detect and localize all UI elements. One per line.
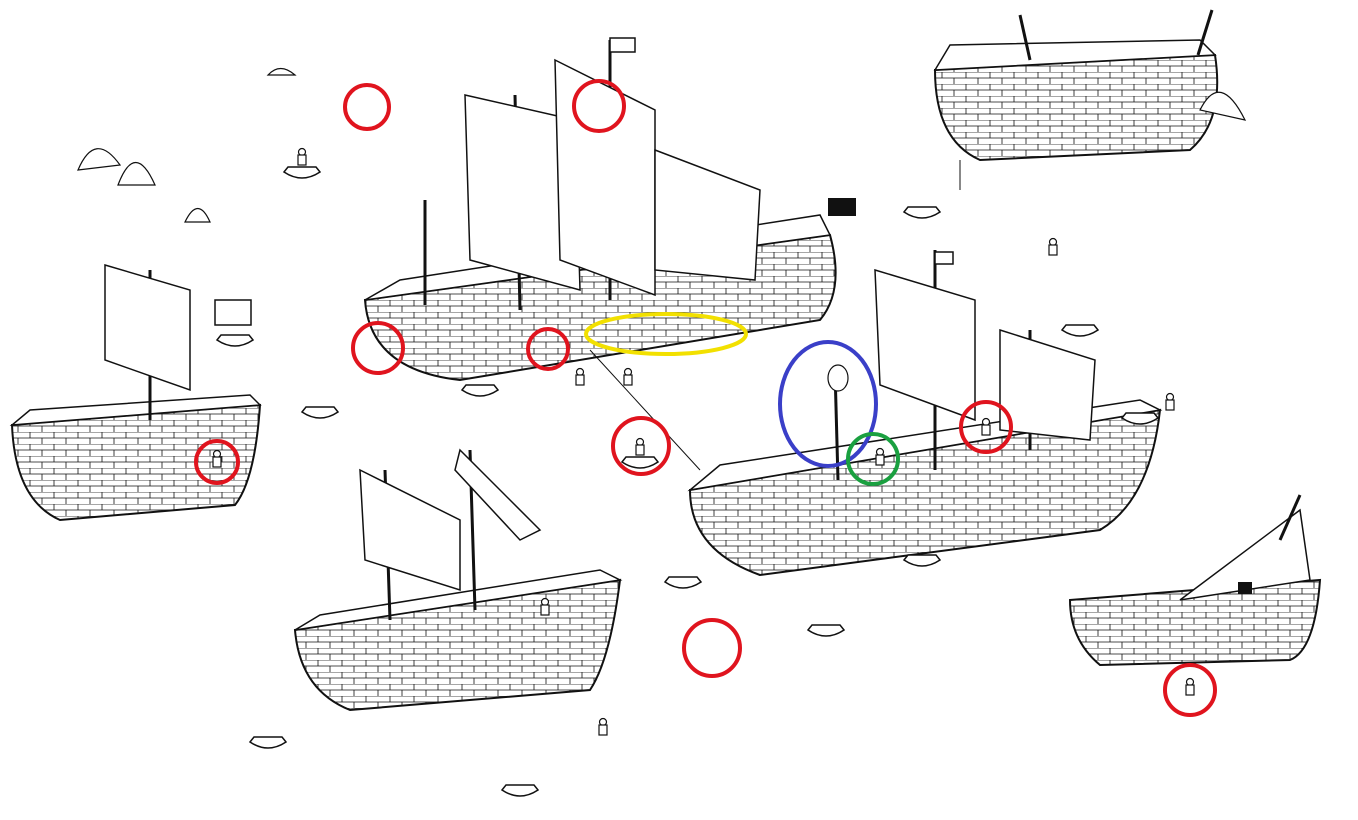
yellow-marker-hull <box>584 312 748 356</box>
green-marker-pirate <box>846 432 900 486</box>
red-marker-deck-pirate <box>959 400 1013 454</box>
difference-markers <box>194 79 1217 717</box>
ship-left <box>9 263 262 522</box>
ship-wreck-bottom-right <box>1068 494 1322 667</box>
ship-top-right <box>933 9 1219 190</box>
red-marker-porthole <box>526 327 570 371</box>
red-marker-bird <box>343 83 391 131</box>
red-marker-barrel-bird <box>682 618 742 678</box>
red-marker-left-ship-pirate <box>194 439 240 485</box>
red-marker-rowboat-pirate <box>611 416 671 476</box>
red-marker-wreck-swimmer <box>1163 663 1217 717</box>
red-marker-bow <box>351 321 405 375</box>
red-marker-flag-sail <box>572 79 626 133</box>
ship-center-right <box>687 250 1163 577</box>
blue-marker-crows-nest <box>778 340 878 468</box>
rocks <box>77 67 1247 223</box>
ship-top-center <box>363 37 856 471</box>
ship-bottom-center <box>293 448 623 712</box>
